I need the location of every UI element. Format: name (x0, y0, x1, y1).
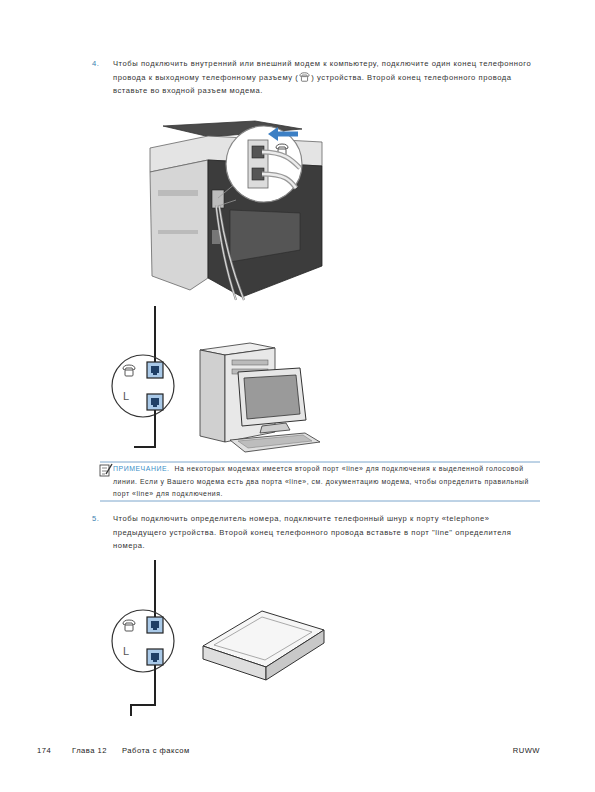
computer-illustration (200, 343, 320, 452)
printer-illustration (150, 121, 322, 300)
note-rule (100, 462, 540, 463)
port-letter: L (123, 390, 137, 402)
chapter-number: Глава 12 (72, 745, 122, 757)
doc-code: RUWW (480, 745, 540, 757)
port-diagram (112, 306, 174, 447)
note-text: На некоторых модемах имеется второй порт… (113, 465, 529, 497)
note-heading: ПРИМЕЧАНИЕ. (113, 465, 170, 472)
step-paragraph: Чтобы подключить внутренний или внешний … (113, 57, 543, 98)
note-rule (100, 501, 540, 502)
port-diagram (112, 560, 174, 716)
note-paragraph: ПРИМЕЧАНИЕ. На некоторых модемах имеется… (113, 463, 541, 501)
step-number: 4. (92, 57, 110, 71)
page-number: 174 (37, 745, 67, 757)
phone-port-icon (299, 72, 310, 82)
note-icon (100, 464, 112, 476)
caller-id-illustration (203, 611, 324, 680)
step-number: 5. (92, 512, 110, 526)
port-letter: L (123, 645, 137, 657)
step-text: Чтобы подключить определитель номера, по… (113, 512, 543, 553)
chapter-title: Работа с факсом (122, 745, 242, 757)
